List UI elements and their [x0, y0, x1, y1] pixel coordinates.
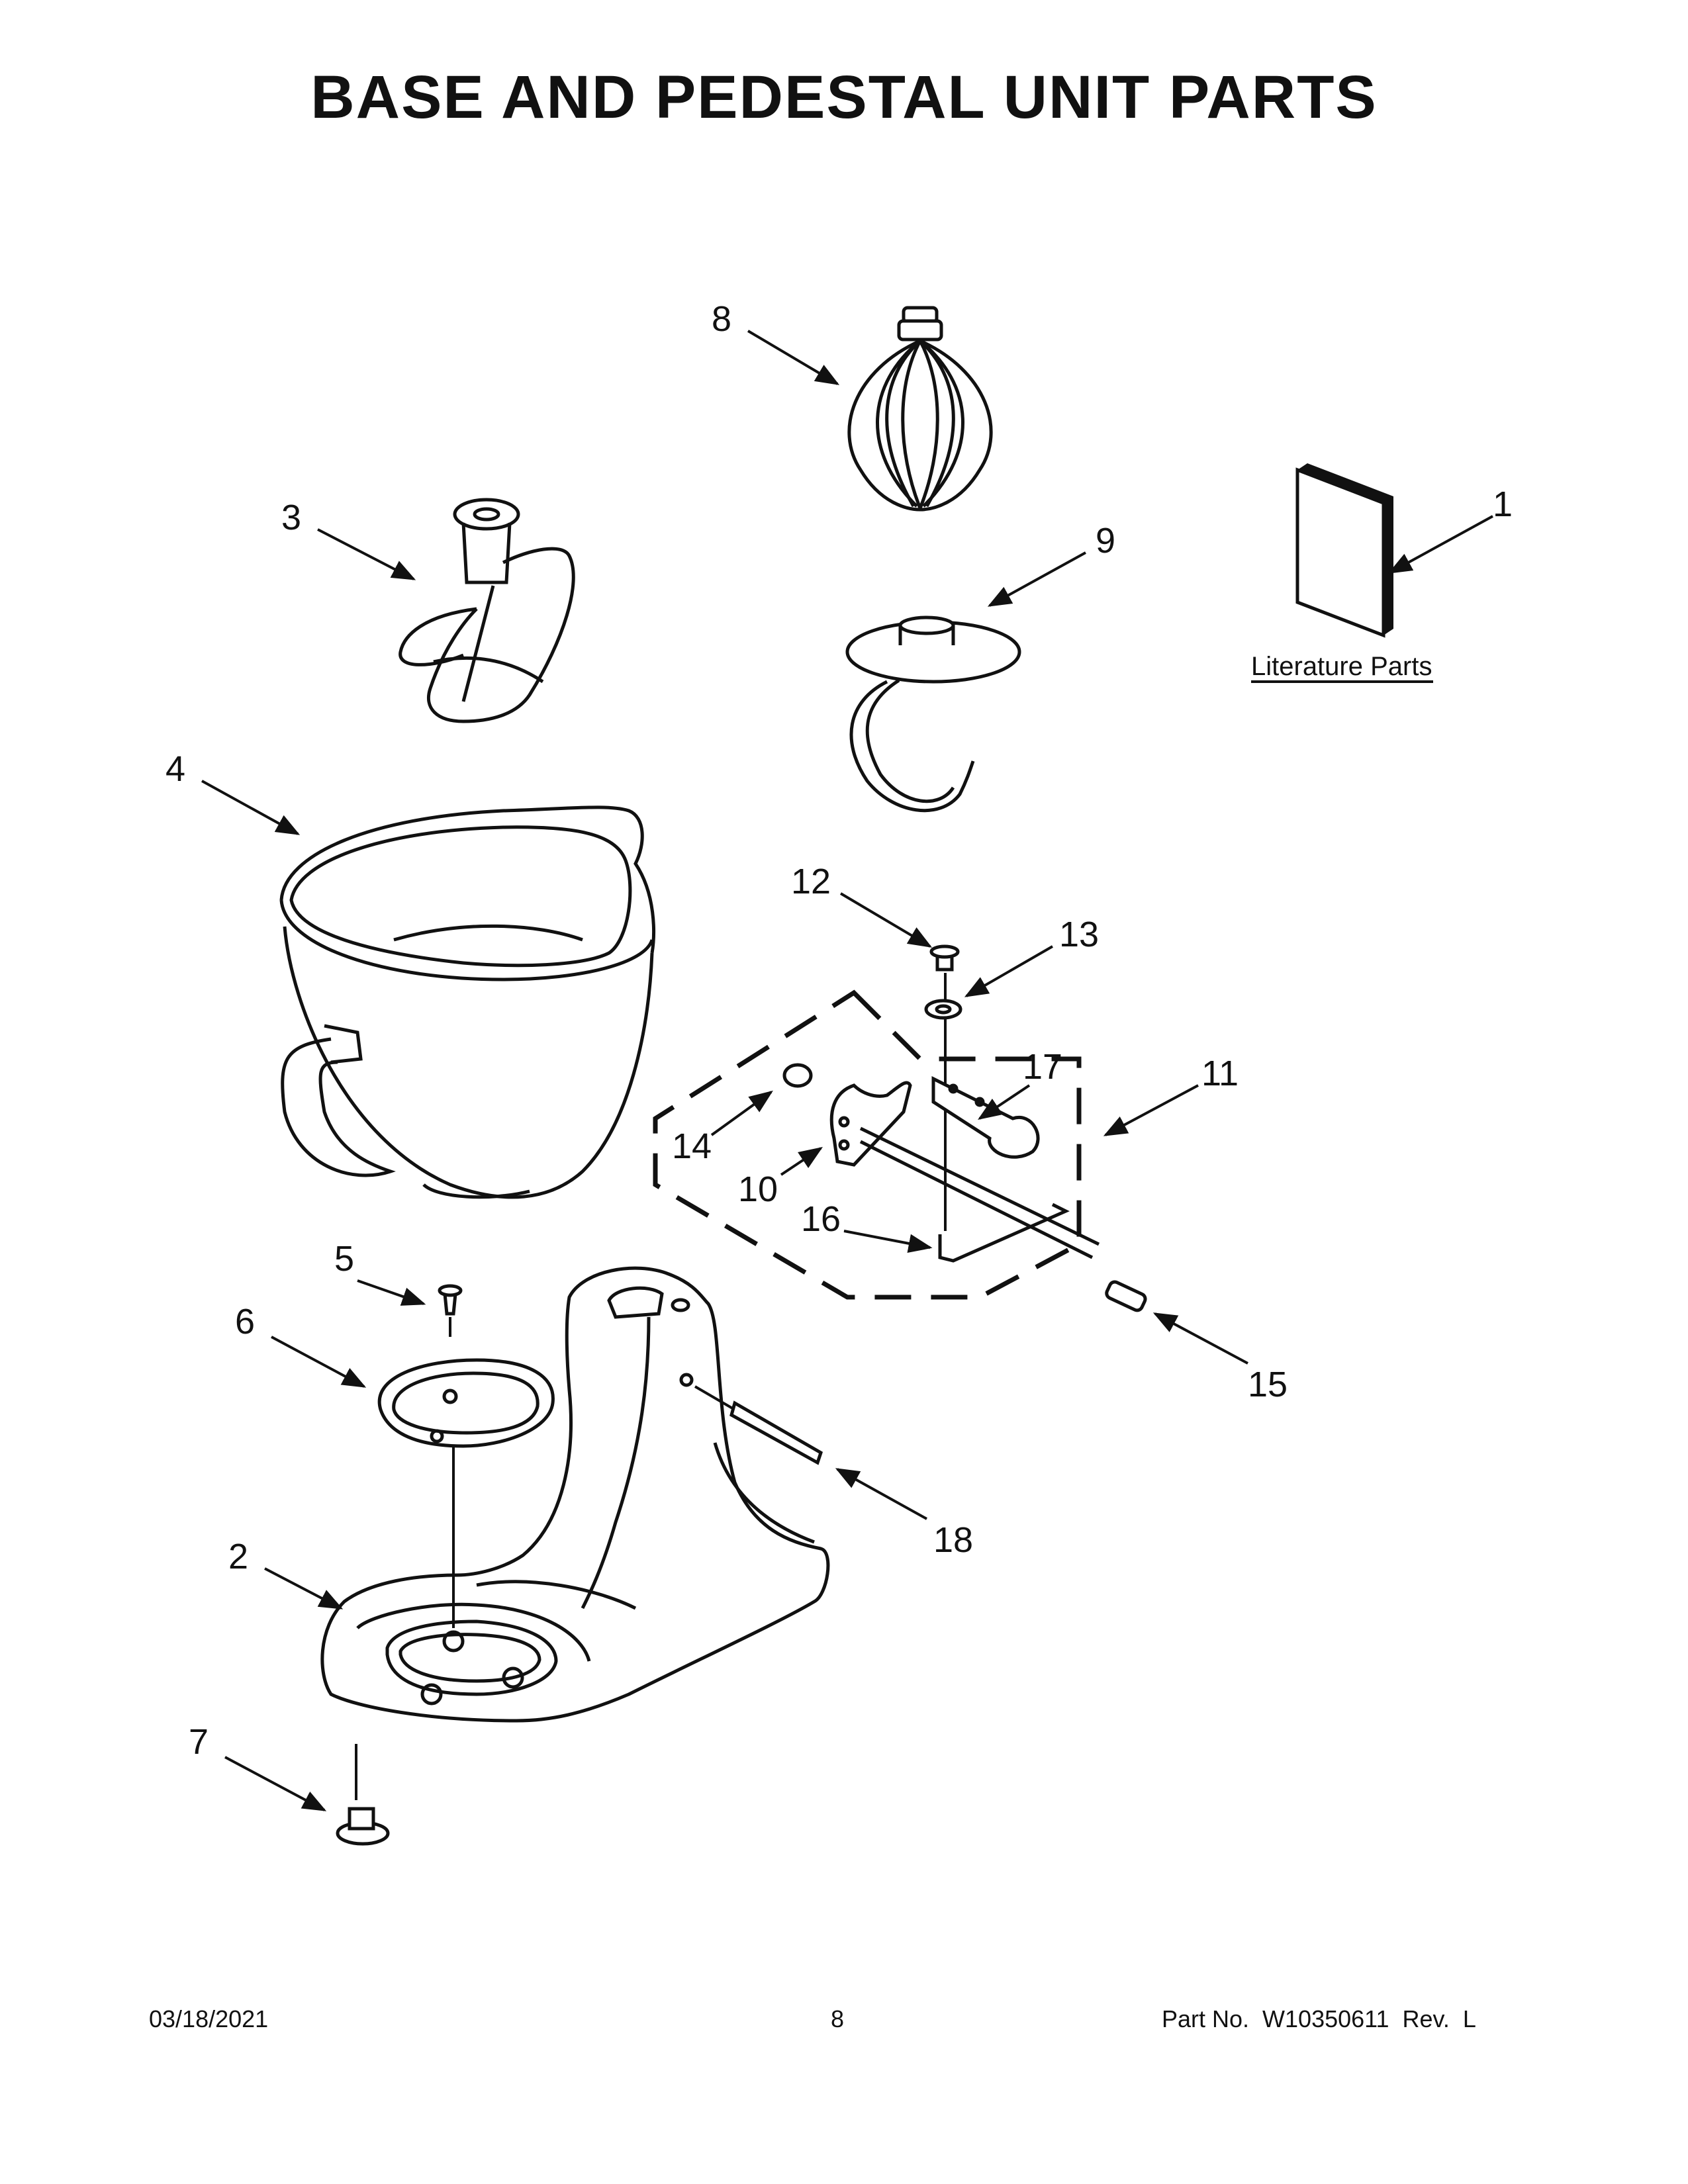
callout-1: 1 [1493, 484, 1513, 524]
foot-part [336, 1744, 390, 1846]
callout-9: 9 [1096, 521, 1115, 561]
callout-15: 15 [1248, 1365, 1288, 1404]
callout-18: 18 [933, 1520, 973, 1560]
dough-hook-part [845, 615, 1021, 813]
callout-2: 2 [228, 1537, 248, 1576]
hinge-parts [782, 944, 1147, 1312]
wire-whip-part [847, 306, 993, 512]
hinge-pin-part [679, 1373, 823, 1465]
callout-16: 16 [801, 1199, 841, 1239]
callout-3: 3 [281, 498, 301, 537]
callout-17: 17 [1023, 1047, 1062, 1087]
footer-date: 03/18/2021 [149, 2005, 269, 2032]
callout-10: 10 [738, 1169, 778, 1209]
callout-13: 13 [1059, 915, 1099, 954]
page-title: BASE AND PEDESTAL UNIT PARTS [310, 64, 1378, 131]
mixing-bowl-part [279, 805, 655, 1199]
hinge-assembly-group [653, 989, 1082, 1300]
callout-4: 4 [165, 749, 185, 789]
callout-labels: 1 2 3 4 5 6 7 8 9 10 11 12 13 14 15 16 1… [165, 299, 1513, 1762]
literature-parts-item [1295, 463, 1393, 638]
pedestal-base-part [320, 1266, 830, 1723]
callout-8: 8 [712, 299, 731, 339]
callout-5: 5 [334, 1239, 354, 1279]
callout-6: 6 [235, 1302, 255, 1342]
literature-parts-label: Literature Parts [1251, 652, 1432, 681]
callout-7: 7 [189, 1722, 209, 1762]
trim-plate-parts [377, 1284, 555, 1628]
callout-11: 11 [1201, 1054, 1239, 1093]
footer-page-number: 8 [831, 2005, 845, 2032]
footer-part-number: Part No. W10350611 Rev. L [1162, 2005, 1476, 2032]
callout-14: 14 [672, 1126, 712, 1166]
callout-12: 12 [791, 862, 831, 901]
flat-beater-part [399, 498, 575, 723]
leader-arrows [201, 330, 1493, 1811]
